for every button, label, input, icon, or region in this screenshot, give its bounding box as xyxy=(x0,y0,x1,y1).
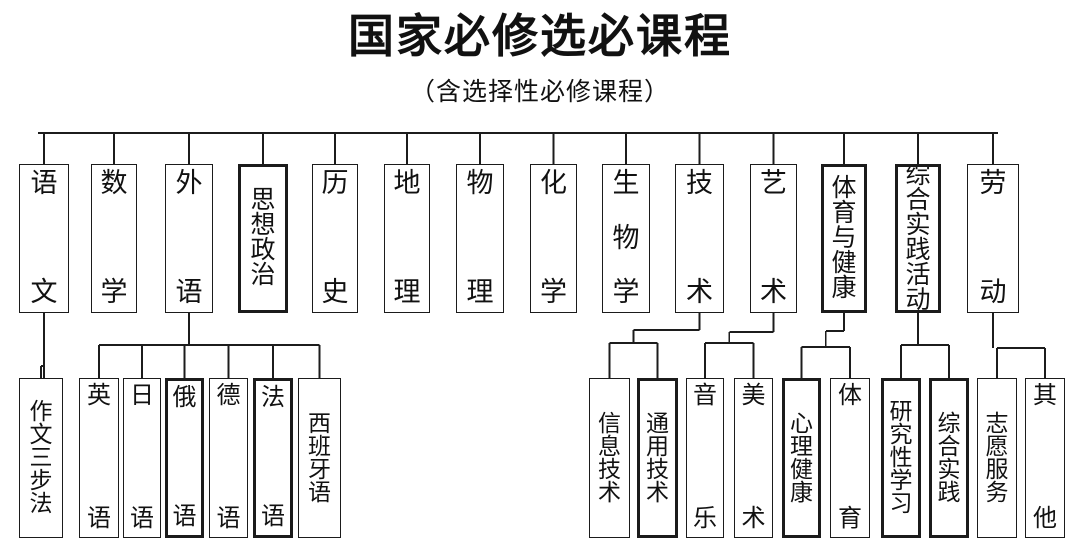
node-label: 美术 xyxy=(741,382,766,532)
node-label: 信息技术 xyxy=(598,409,621,505)
node-label: 综合实践活动 xyxy=(905,164,931,313)
node-label: 物理 xyxy=(466,168,494,307)
subject-child-node[interactable]: 西班牙语 xyxy=(298,378,341,538)
subject-node[interactable]: 艺术 xyxy=(750,164,797,313)
subject-node[interactable]: 劳动 xyxy=(967,164,1019,313)
node-label: 历史 xyxy=(321,168,349,307)
node-label: 体育 xyxy=(838,382,862,532)
subject-child-node[interactable]: 研究性学习 xyxy=(881,378,921,538)
node-label: 研究性学习 xyxy=(889,398,913,516)
node-label: 地理 xyxy=(393,168,421,307)
node-label: 作文三步法 xyxy=(29,398,53,516)
node-label: 化学 xyxy=(540,168,567,307)
subject-node[interactable]: 语文 xyxy=(19,164,69,313)
subject-child-node[interactable]: 综合实践 xyxy=(929,378,969,538)
page-subtitle: （含选择性必修课程） xyxy=(409,78,670,106)
node-label: 俄语 xyxy=(172,384,197,530)
node-label: 生物学 xyxy=(612,168,640,307)
subject-node[interactable]: 历史 xyxy=(312,164,358,313)
subject-node[interactable]: 化学 xyxy=(530,164,577,313)
node-label: 心理健康 xyxy=(790,409,813,505)
node-label: 日语 xyxy=(130,382,154,532)
subject-node[interactable]: 物理 xyxy=(456,164,504,313)
node-label: 数学 xyxy=(100,168,128,307)
subject-node[interactable]: 生物学 xyxy=(602,164,650,313)
subject-child-node[interactable]: 英语 xyxy=(79,378,119,538)
subject-child-node[interactable]: 体育 xyxy=(830,378,870,538)
subject-child-node[interactable]: 音乐 xyxy=(686,378,724,538)
subject-child-node[interactable]: 其他 xyxy=(1025,378,1065,538)
subject-child-node[interactable]: 心理健康 xyxy=(782,378,821,538)
subject-child-node[interactable]: 通用技术 xyxy=(637,378,678,538)
subject-node[interactable]: 综合实践活动 xyxy=(895,164,941,313)
subject-child-node[interactable]: 日语 xyxy=(123,378,161,538)
node-label: 法语 xyxy=(261,384,285,530)
node-label: 语文 xyxy=(30,168,58,307)
subject-child-node[interactable]: 作文三步法 xyxy=(19,378,63,538)
subject-child-node[interactable]: 信息技术 xyxy=(589,378,630,538)
node-label: 音乐 xyxy=(693,382,717,532)
subject-child-node[interactable]: 美术 xyxy=(734,378,773,538)
node-label: 英语 xyxy=(87,382,111,532)
node-label: 西班牙语 xyxy=(308,409,331,505)
subject-node[interactable]: 技术 xyxy=(675,164,724,313)
subject-node[interactable]: 外语 xyxy=(165,164,213,313)
subject-child-node[interactable]: 法语 xyxy=(253,378,293,538)
subject-node[interactable]: 体育与健康 xyxy=(821,164,867,313)
subject-node[interactable]: 地理 xyxy=(384,164,430,313)
subject-child-node[interactable]: 德语 xyxy=(209,378,248,538)
node-label: 志愿服务 xyxy=(985,409,1009,505)
node-label: 思想政治 xyxy=(250,186,276,289)
node-label: 综合实践 xyxy=(937,409,961,505)
node-label: 技术 xyxy=(686,168,713,307)
node-label: 体育与健康 xyxy=(831,173,857,302)
subject-child-node[interactable]: 志愿服务 xyxy=(977,378,1017,538)
node-label: 其他 xyxy=(1033,382,1057,532)
node-label: 通用技术 xyxy=(646,409,669,505)
node-label: 艺术 xyxy=(760,168,787,307)
subject-node[interactable]: 思想政治 xyxy=(238,164,288,313)
node-label: 外语 xyxy=(175,168,203,307)
node-label: 劳动 xyxy=(979,168,1007,307)
node-label: 德语 xyxy=(216,382,241,532)
subject-node[interactable]: 数学 xyxy=(91,164,137,313)
subject-child-node[interactable]: 俄语 xyxy=(165,378,204,538)
page-title: 国家必修选必课程 xyxy=(348,10,732,62)
